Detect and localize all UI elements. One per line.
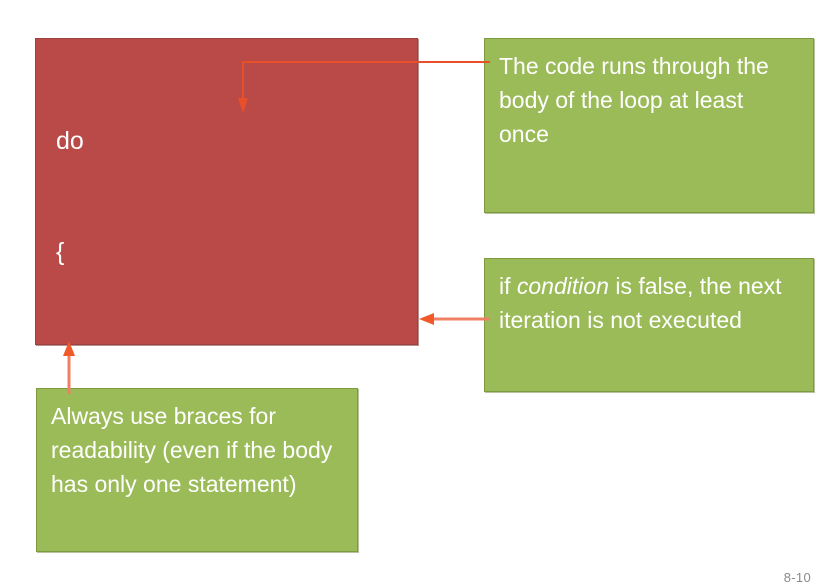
do-while-code-box: do { statement1; statement2; ... stateme… <box>35 38 418 587</box>
page-number: 8-10 <box>783 570 811 585</box>
callout-runs-once: The code runs through the body of the lo… <box>484 38 814 213</box>
code-line-do: do <box>56 127 84 155</box>
callout-condition-false-text: if condition is false, the next iteratio… <box>485 259 813 337</box>
condition-italic-word: condition <box>516 273 609 299</box>
callout-runs-once-text: The code runs through the body of the lo… <box>499 53 769 147</box>
condition-prefix: if <box>499 273 517 299</box>
condition-suffix: is false, the next iteration is not exec… <box>499 273 782 333</box>
callout-use-braces-text: Always use braces for readability (even … <box>51 403 333 497</box>
arrow-condition-to-while-icon <box>419 313 490 325</box>
code-line-statement1: statement1; <box>76 349 207 377</box>
callout-condition-false: if condition is false, the next iteratio… <box>484 258 814 392</box>
callout-use-braces: Always use braces for readability (even … <box>36 388 358 552</box>
code-line-ellipsis: ... <box>76 571 97 587</box>
code-line-open-brace: { <box>56 238 65 266</box>
